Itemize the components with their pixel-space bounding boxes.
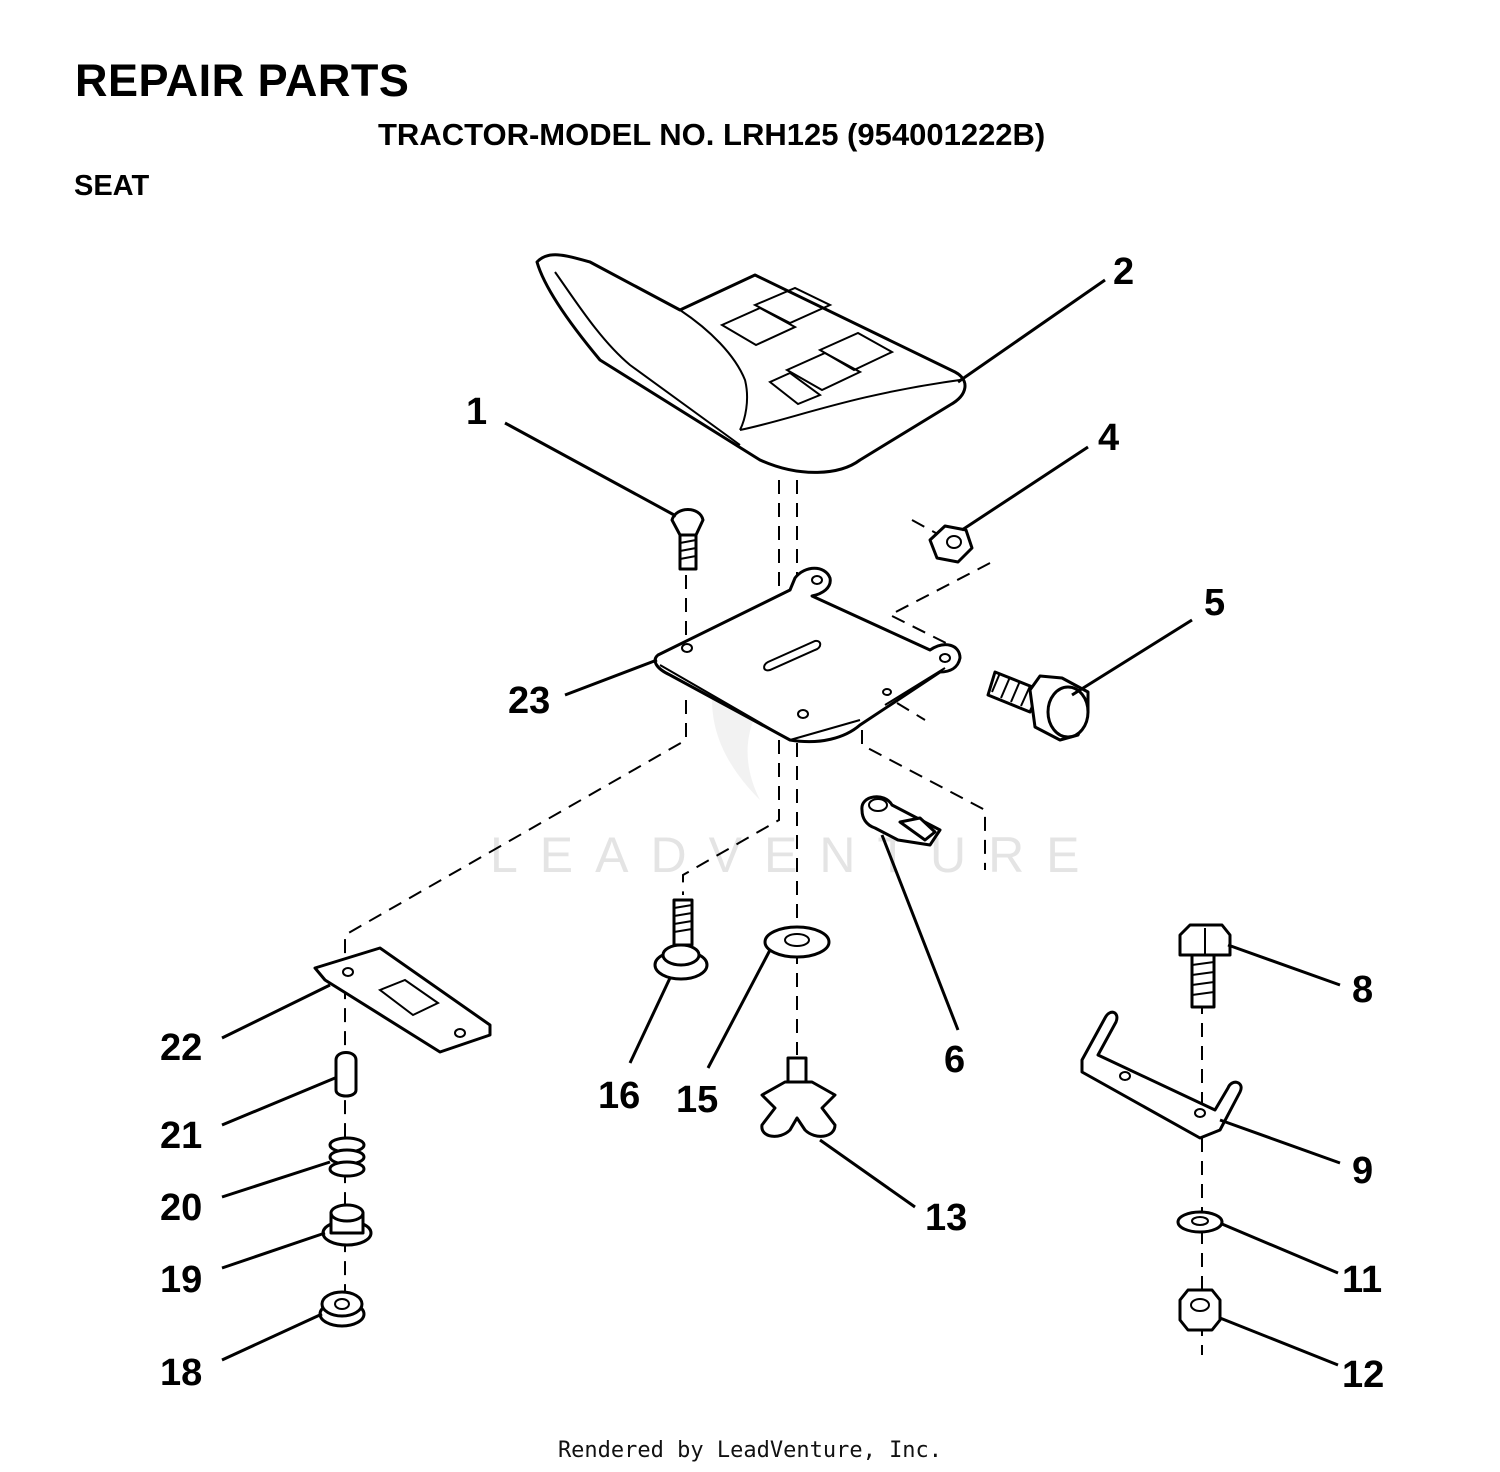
seat-part (535, 253, 967, 474)
seat-knob-part (760, 1056, 837, 1138)
shoulder-bolt-part (653, 898, 709, 981)
callout-4: 4 (1098, 417, 1119, 459)
callout-8: 8 (1352, 969, 1373, 1011)
callout-16: 16 (598, 1075, 640, 1117)
bracket-bolt-part (1178, 923, 1232, 1009)
flat-washer-part (763, 925, 831, 959)
slide-bracket-part (313, 946, 492, 1054)
callout-23: 23 (508, 680, 550, 722)
footer-credit: Rendered by LeadVenture, Inc. (557, 1438, 943, 1463)
lock-washer-part (1176, 1210, 1224, 1234)
lock-nut-part (1178, 1288, 1222, 1332)
pin-part (334, 1051, 358, 1098)
callout-numbers: 1 2 4 5 6 8 9 11 12 13 15 16 18 19 20 21… (160, 251, 1384, 1396)
leader-lines (221, 278, 1341, 1367)
callout-11: 11 (1342, 1259, 1382, 1301)
seat-plate-part (653, 566, 962, 744)
bushing-part (321, 1203, 373, 1247)
watermark-text: LEADVENTURE (490, 827, 1102, 883)
callout-2: 2 (1113, 251, 1134, 293)
callout-5: 5 (1204, 582, 1225, 624)
carriage-bolt-part (670, 508, 705, 571)
callout-12: 12 (1342, 1354, 1384, 1396)
callout-9: 9 (1352, 1150, 1373, 1192)
seat-clip-part (860, 795, 942, 847)
hex-bolt-part (986, 670, 1090, 742)
callout-22: 22 (160, 1027, 202, 1069)
callout-18: 18 (160, 1352, 202, 1394)
callout-19: 19 (160, 1259, 202, 1301)
callout-1: 1 (466, 391, 487, 433)
spring-part (328, 1136, 366, 1178)
section-title: SEAT (74, 170, 150, 202)
callout-13: 13 (925, 1197, 967, 1239)
hex-nut-part (928, 524, 974, 564)
flange-nut-part (318, 1290, 366, 1328)
page-title: REPAIR PARTS (75, 55, 410, 106)
mount-bracket-part (1080, 1010, 1243, 1140)
model-number: TRACTOR-MODEL NO. LRH125 (954001222B) (378, 117, 1046, 152)
callout-20: 20 (160, 1187, 202, 1229)
callout-15: 15 (676, 1079, 718, 1121)
callout-6: 6 (944, 1039, 965, 1081)
callout-21: 21 (160, 1115, 202, 1157)
